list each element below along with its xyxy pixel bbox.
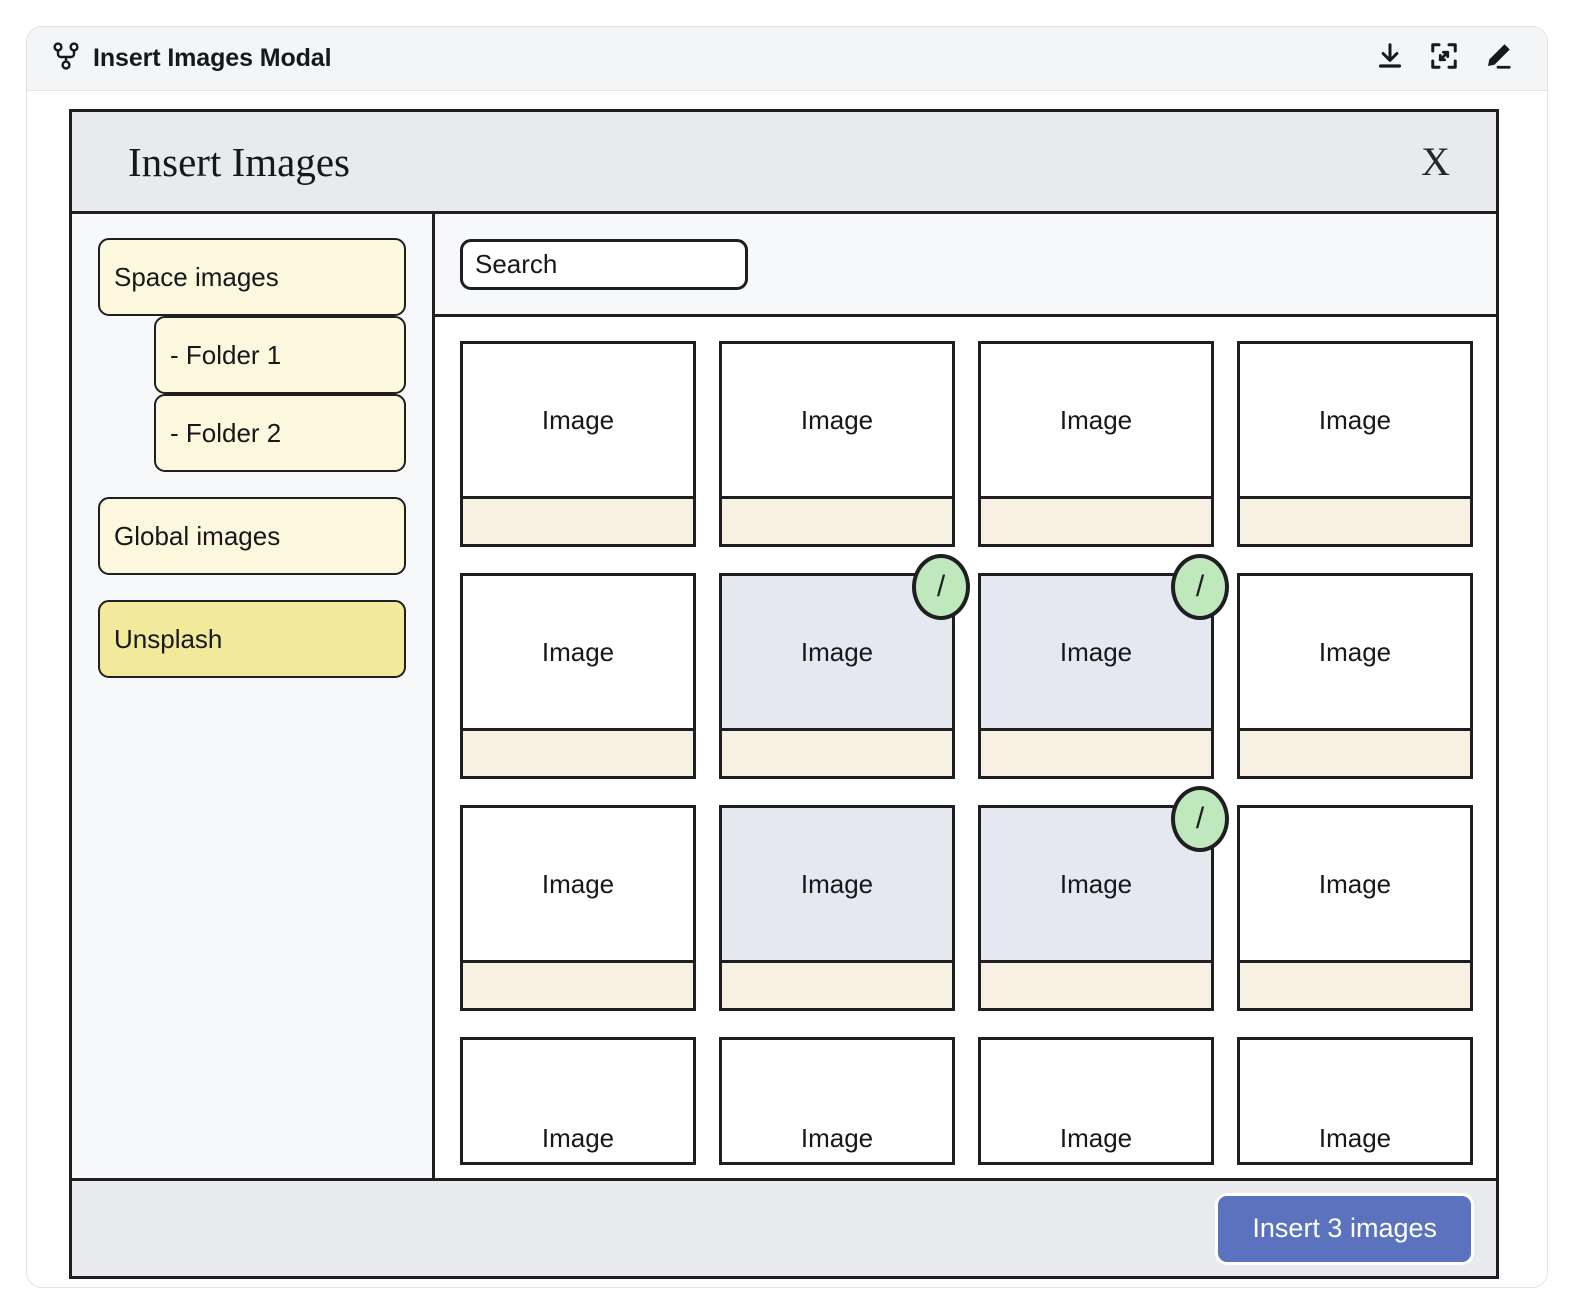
spacer bbox=[98, 575, 406, 600]
image-label: Image bbox=[800, 404, 874, 435]
insert-images-modal: Insert Images X Space images - Folder 1 … bbox=[69, 109, 1499, 1279]
image-thumbnail[interactable]: Image bbox=[460, 1037, 696, 1165]
image-card[interactable]: Image bbox=[719, 341, 955, 547]
fullscreen-icon[interactable] bbox=[1429, 41, 1459, 76]
image-thumbnail[interactable]: Image / bbox=[978, 554, 1229, 731]
image-card[interactable]: Image bbox=[719, 1037, 955, 1165]
image-caption-strip bbox=[719, 731, 955, 779]
image-card[interactable]: Image bbox=[1237, 341, 1473, 547]
selected-check-badge[interactable]: / bbox=[1171, 554, 1229, 620]
image-caption-strip bbox=[460, 731, 696, 779]
image-card[interactable]: Image bbox=[1237, 573, 1473, 779]
sidebar: Space images - Folder 1 - Folder 2 Globa… bbox=[72, 214, 435, 1178]
git-branch-icon bbox=[53, 42, 79, 75]
image-thumbnail[interactable]: Image bbox=[719, 1037, 955, 1165]
sidebar-item-space-images[interactable]: Space images bbox=[98, 238, 406, 316]
image-card[interactable]: Image / bbox=[978, 786, 1229, 1011]
image-label: Image bbox=[1318, 404, 1392, 435]
image-label: Image bbox=[1318, 636, 1392, 667]
image-caption-strip bbox=[460, 499, 696, 547]
app-window: Insert Images Modal bbox=[26, 26, 1548, 1288]
image-caption-strip bbox=[719, 499, 955, 547]
image-label: Image bbox=[1059, 1123, 1133, 1153]
image-thumbnail[interactable]: Image bbox=[978, 341, 1214, 499]
image-thumbnail[interactable]: Image / bbox=[978, 786, 1229, 963]
image-label: Image bbox=[1318, 868, 1392, 899]
sidebar-item-folder-2[interactable]: - Folder 2 bbox=[154, 394, 406, 472]
image-card[interactable]: Image bbox=[460, 1037, 696, 1165]
image-label: Image bbox=[1318, 1123, 1392, 1153]
image-label: Image bbox=[541, 868, 615, 899]
image-label: Image bbox=[800, 868, 874, 899]
search-bar bbox=[435, 214, 1496, 317]
image-thumbnail[interactable]: Image bbox=[719, 805, 955, 963]
image-card[interactable]: Image bbox=[719, 805, 955, 1011]
image-label: Image bbox=[800, 1123, 874, 1153]
image-card[interactable]: Image bbox=[460, 805, 696, 1011]
image-label: Image bbox=[800, 636, 874, 667]
image-caption-strip bbox=[460, 963, 696, 1011]
image-caption-strip bbox=[1237, 963, 1473, 1011]
image-thumbnail[interactable]: Image bbox=[460, 573, 696, 731]
image-card[interactable]: Image bbox=[460, 341, 696, 547]
image-thumbnail[interactable]: Image bbox=[1237, 1037, 1473, 1165]
spacer bbox=[98, 472, 406, 497]
image-caption-strip bbox=[978, 731, 1214, 779]
image-caption-strip bbox=[978, 499, 1214, 547]
image-label: Image bbox=[1059, 404, 1133, 435]
image-thumbnail[interactable]: Image / bbox=[719, 554, 970, 731]
window-title-group: Insert Images Modal bbox=[53, 42, 332, 75]
image-card[interactable]: Image / bbox=[978, 554, 1229, 779]
image-thumbnail[interactable]: Image bbox=[978, 1037, 1214, 1165]
image-label: Image bbox=[541, 636, 615, 667]
image-card[interactable]: Image bbox=[1237, 805, 1473, 1011]
image-thumbnail[interactable]: Image bbox=[460, 341, 696, 499]
image-card[interactable]: Image bbox=[1237, 1037, 1473, 1165]
search-input[interactable] bbox=[460, 238, 748, 290]
modal-header: Insert Images X bbox=[72, 112, 1496, 214]
insert-images-button[interactable]: Insert 3 images bbox=[1215, 1192, 1474, 1265]
image-caption-strip bbox=[1237, 499, 1473, 547]
image-card[interactable]: Image bbox=[978, 1037, 1214, 1165]
image-thumbnail[interactable]: Image bbox=[719, 341, 955, 499]
edit-icon[interactable] bbox=[1483, 41, 1513, 76]
modal-body: Space images - Folder 1 - Folder 2 Globa… bbox=[72, 214, 1496, 1178]
image-card[interactable]: Image / bbox=[719, 554, 970, 779]
window-header: Insert Images Modal bbox=[27, 27, 1547, 91]
selected-check-badge[interactable]: / bbox=[912, 554, 970, 620]
modal-title: Insert Images bbox=[128, 138, 350, 185]
modal-footer: Insert 3 images bbox=[72, 1178, 1496, 1276]
sidebar-item-unsplash[interactable]: Unsplash bbox=[98, 600, 406, 678]
selected-check-badge[interactable]: / bbox=[1171, 786, 1229, 852]
image-thumbnail[interactable]: Image bbox=[1237, 805, 1473, 963]
window-title: Insert Images Modal bbox=[93, 44, 332, 72]
download-icon[interactable] bbox=[1375, 41, 1405, 76]
image-caption-strip bbox=[1237, 731, 1473, 779]
sidebar-item-folder-1[interactable]: - Folder 1 bbox=[154, 316, 406, 394]
image-label: Image bbox=[541, 404, 615, 435]
image-label: Image bbox=[1059, 868, 1133, 899]
sidebar-item-global-images[interactable]: Global images bbox=[98, 497, 406, 575]
image-card[interactable]: Image bbox=[460, 573, 696, 779]
image-card[interactable]: Image bbox=[978, 341, 1214, 547]
content-panel: ImageImageImageImageImageImage/Image/Ima… bbox=[435, 214, 1496, 1178]
image-label: Image bbox=[541, 1123, 615, 1153]
image-label: Image bbox=[1059, 636, 1133, 667]
image-caption-strip bbox=[978, 963, 1214, 1011]
window-actions bbox=[1375, 41, 1513, 76]
image-thumbnail[interactable]: Image bbox=[1237, 341, 1473, 499]
close-icon[interactable]: X bbox=[1421, 138, 1450, 184]
image-caption-strip bbox=[719, 963, 955, 1011]
image-thumbnail[interactable]: Image bbox=[460, 805, 696, 963]
image-thumbnail[interactable]: Image bbox=[1237, 573, 1473, 731]
